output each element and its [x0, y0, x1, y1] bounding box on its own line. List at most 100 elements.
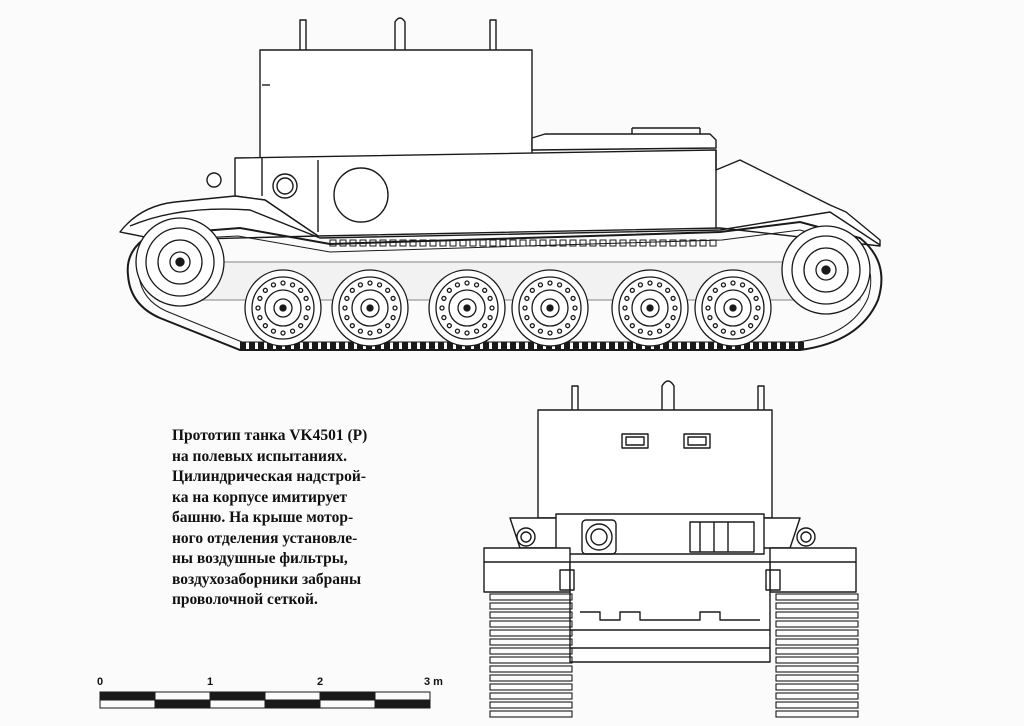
track-link: [510, 342, 516, 350]
track-link: [459, 239, 467, 247]
track-link: [267, 342, 273, 350]
rear-track-link: [489, 602, 573, 610]
track-link: [528, 342, 534, 350]
track-link: [499, 239, 507, 247]
track-link: [519, 342, 525, 350]
track-link: [599, 239, 607, 247]
track-link: [348, 342, 354, 350]
track-link: [429, 342, 435, 350]
track-link: [369, 239, 377, 247]
lifting-hook: [299, 19, 307, 50]
track-link: [249, 342, 255, 350]
track-link: [509, 239, 517, 247]
road-wheel: [331, 269, 409, 347]
road-wheel: [428, 269, 506, 347]
rear-track-link: [775, 665, 859, 673]
track-link: [429, 239, 437, 247]
superstructure-box: [259, 49, 533, 159]
track-link: [389, 239, 397, 247]
track-link: [258, 342, 264, 350]
scale-label: 3 m: [424, 676, 443, 688]
rear-track-link: [775, 647, 859, 655]
track-link: [312, 342, 318, 350]
track-link: [474, 342, 480, 350]
track-link: [636, 342, 642, 350]
caption-line: башню. На крыше мотор-: [172, 509, 354, 526]
track-link: [663, 342, 669, 350]
track-link: [539, 239, 547, 247]
scale-segment: [209, 691, 266, 701]
track-link: [409, 239, 417, 247]
lifting-hook: [757, 385, 765, 412]
rear-track-link: [775, 611, 859, 619]
track-link: [789, 342, 795, 350]
caption-line: ного отделения установле-: [172, 529, 358, 547]
track-link: [582, 342, 588, 350]
rear-track-link: [489, 683, 573, 691]
rear-track-link: [489, 665, 573, 673]
track-link: [393, 342, 399, 350]
track-link: [690, 342, 696, 350]
rear-track-link: [775, 692, 859, 700]
track-link: [329, 239, 337, 247]
track-link: [449, 239, 457, 247]
road-wheels: [244, 269, 772, 347]
track-link: [359, 239, 367, 247]
track-link: [573, 342, 579, 350]
rear-superstructure: [537, 409, 773, 519]
rear-track-link: [775, 620, 859, 628]
track-link: [619, 239, 627, 247]
track-link: [339, 239, 347, 247]
rear-track-link: [489, 674, 573, 682]
track-link: [349, 239, 357, 247]
track-link: [483, 342, 489, 350]
lifting-hook: [489, 19, 497, 50]
road-wheel: [511, 269, 589, 347]
track-link: [569, 239, 577, 247]
track-link: [579, 239, 587, 247]
rear-track-link: [775, 638, 859, 646]
track-link: [709, 239, 717, 247]
track-link: [600, 342, 606, 350]
track-link: [672, 342, 678, 350]
caption-line: проволочной сеткой.: [172, 591, 318, 608]
caption-line: воздухозаборники забраны: [172, 570, 362, 588]
track-link: [609, 342, 615, 350]
track-link: [439, 239, 447, 247]
rear-track-link: [489, 593, 573, 601]
track-link: [798, 342, 804, 350]
track-link: [303, 342, 309, 350]
track-link: [321, 342, 327, 350]
scale-label: 1: [207, 676, 214, 688]
track-link: [589, 239, 597, 247]
track-link: [559, 239, 567, 247]
track-link: [669, 239, 677, 247]
rear-track-link: [775, 710, 859, 718]
track-link: [501, 342, 507, 350]
rear-lamp-icon: [516, 527, 536, 547]
caption-line: ны воздушные фильтры,: [172, 550, 348, 567]
track-link: [402, 342, 408, 350]
track-link: [618, 342, 624, 350]
scale-segment: [99, 691, 156, 701]
track-link: [753, 342, 759, 350]
rear-lamp-icon: [796, 527, 816, 547]
track-link: [708, 342, 714, 350]
lifting-hook: [571, 385, 579, 412]
track-link: [420, 342, 426, 350]
rear-track-link: [775, 701, 859, 709]
caption-line: ка на корпусе имитирует: [172, 488, 348, 506]
rear-track-link: [775, 656, 859, 664]
track-link: [379, 239, 387, 247]
rear-track-link: [489, 692, 573, 700]
hull-cylinder-port: [333, 167, 389, 223]
track-link: [771, 342, 777, 350]
scale-segment: [319, 691, 376, 701]
lifting-hook: [661, 380, 675, 412]
track-link: [240, 342, 246, 350]
rear-hatch-right: [683, 433, 711, 449]
rear-track-link: [489, 629, 573, 637]
track-link: [469, 239, 477, 247]
track-link: [689, 239, 697, 247]
